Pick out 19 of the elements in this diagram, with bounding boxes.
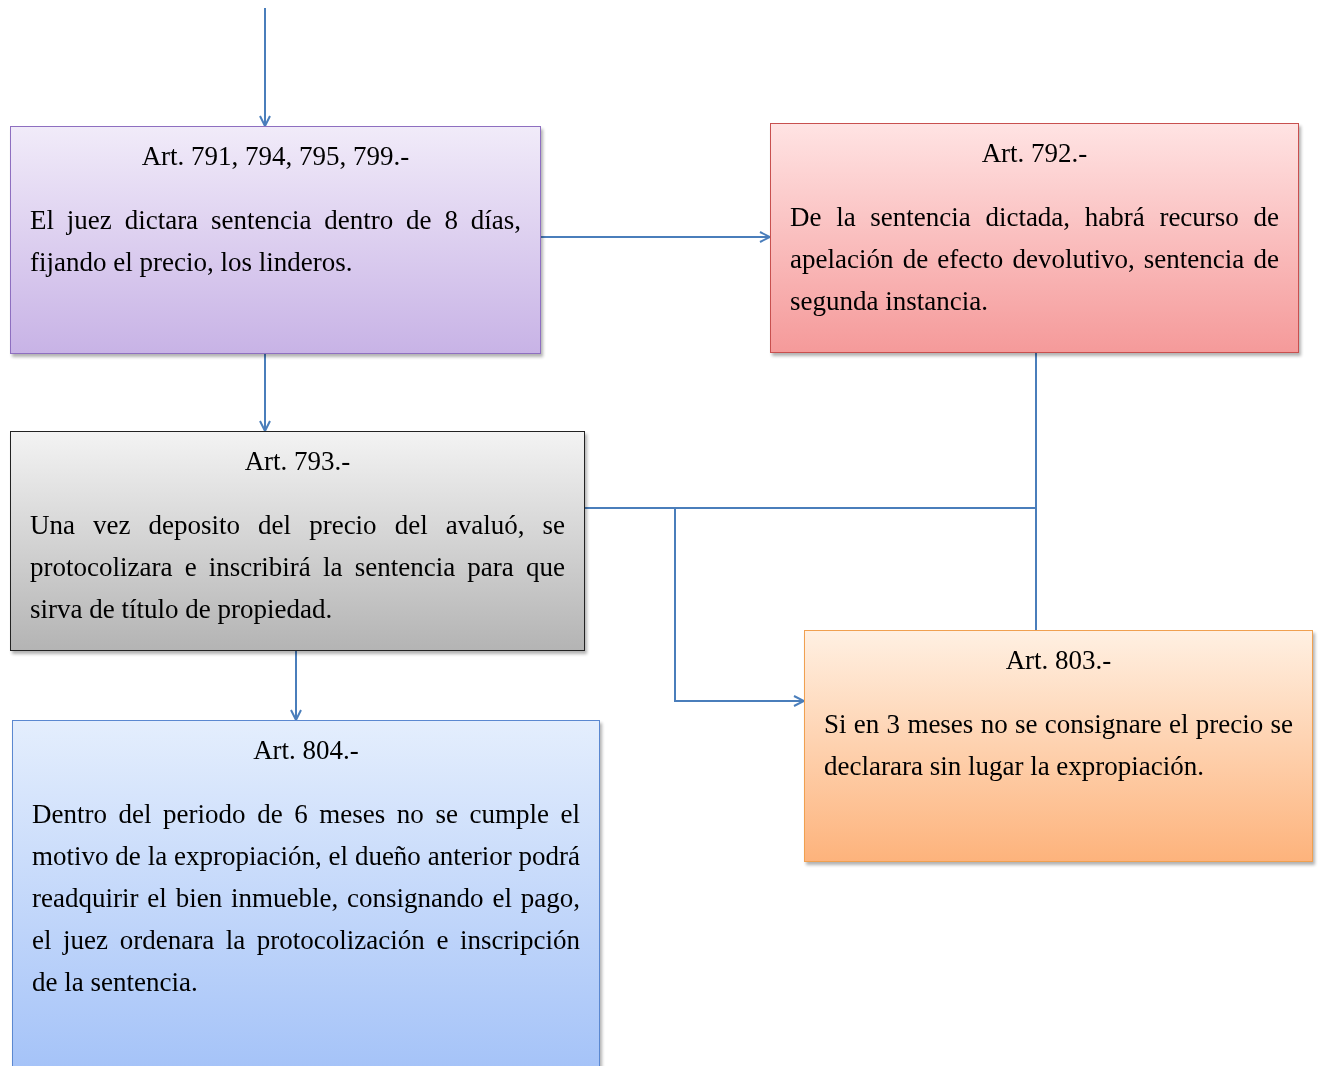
- process-box: [10, 431, 585, 651]
- process-box: [770, 123, 1299, 353]
- article-text: De la sentencia dictada, habrá recurso de apelación de efecto devolutivo, sentencia de segunda instancia.: [790, 201, 1279, 318]
- article-text: Dentro del periodo de 6 meses no se cumple el motivo de la expropiación, el dueño anterior podrá readquirir el bien inmueble, consignando el pago, el juez ordenara la protocolización e inscripción de la sentencia.: [32, 798, 580, 999]
- connector-arrow: [540, 231, 771, 243]
- process-box: [12, 720, 600, 1066]
- process-box: [10, 126, 541, 354]
- connector-arrow: [259, 7, 271, 127]
- article-text: Si en 3 meses no se consignare el precio se declarara sin lugar la expropiación.: [824, 708, 1293, 783]
- article-heading: Art. 793.-: [243, 445, 352, 478]
- article-heading: Art. 804.-: [252, 734, 360, 767]
- article-heading: Art. 791, 794, 795, 799.-: [140, 140, 411, 173]
- connector-arrow: [290, 650, 302, 721]
- article-text: El juez dictara sentencia dentro de 8 días, fijando el precio, los linderos.: [30, 204, 521, 279]
- article-text: Una vez deposito del precio del avaluó, se protocolizara e inscribirá la sentencia para que sirva de título de propiedad.: [30, 509, 565, 626]
- process-box: [804, 630, 1313, 862]
- article-heading: Art. 803.-: [1004, 644, 1113, 677]
- article-heading: Art. 792.-: [980, 137, 1089, 170]
- connector-arrow: [259, 353, 271, 432]
